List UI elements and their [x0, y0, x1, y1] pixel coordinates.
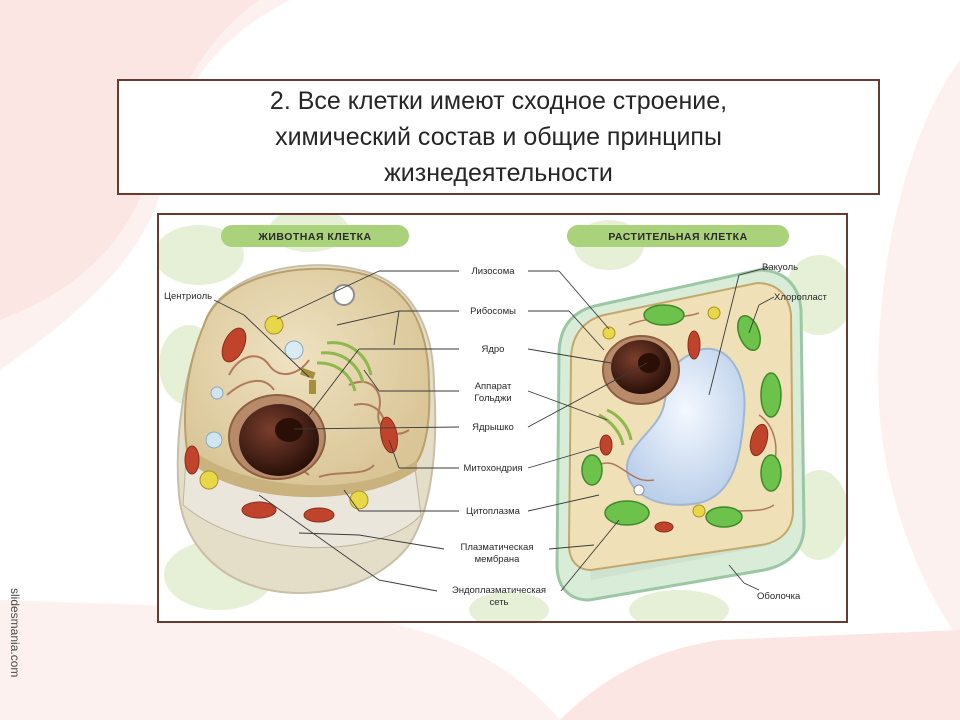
label-lysosome: Лизосома [471, 266, 515, 277]
label-er-line1: Эндоплазматическая [452, 585, 546, 596]
label-vacuole: Вакуоль [762, 262, 798, 273]
leader-lines [213, 266, 775, 592]
label-chloroplast: Хлоропласт [774, 292, 828, 303]
label-cell-wall: Оболочка [757, 591, 801, 602]
plant-nucleolus [638, 353, 660, 373]
title-box: 2. Все клетки имеют сходное строение, хи… [117, 79, 880, 195]
label-cytoplasm: Цитоплазма [466, 506, 521, 517]
animal-nucleus [239, 404, 319, 476]
animal-cell-header: ЖИВОТНАЯ КЛЕТКА [221, 225, 409, 247]
cell-diagram-svg: ЖИВОТНАЯ КЛЕТКА РАСТИТЕЛЬНАЯ КЛЕТКА [159, 215, 846, 621]
label-mitochondria: Митохондрия [463, 463, 522, 474]
plant-vacuole [625, 347, 746, 506]
animal-header-text: ЖИВОТНАЯ КЛЕТКА [257, 231, 371, 243]
animal-nucleolus [275, 418, 303, 442]
labels: Центриоль Лизосома Рибосомы Ядро Аппарат… [164, 262, 828, 608]
label-ribosomes: Рибосомы [470, 306, 516, 317]
vesicles-plant [602, 306, 721, 518]
mitochondria-animal [184, 327, 398, 523]
watermark: slidesmania.com [8, 588, 26, 708]
label-nucleus: Ядро [482, 344, 505, 355]
plant-cell [555, 268, 806, 602]
centrioles [300, 367, 316, 394]
cell-diagram: ЖИВОТНАЯ КЛЕТКА РАСТИТЕЛЬНАЯ КЛЕТКА [157, 213, 848, 623]
label-membrane-line1: Плазматическая [461, 542, 534, 553]
golgi-plant [598, 408, 633, 446]
slide-title: 2. Все клетки имеют сходное строение, хи… [269, 87, 728, 187]
plant-cell-header: РАСТИТЕЛЬНАЯ КЛЕТКА [567, 225, 789, 247]
label-nucleolus: Ядрышко [472, 422, 514, 433]
watermark-text: slidesmania.com [8, 588, 22, 678]
label-membrane-line2: мембрана [475, 554, 520, 565]
mitochondria-plant [599, 330, 769, 533]
label-golgi-line2: Гольджи [474, 393, 511, 404]
plant-header-text: РАСТИТЕЛЬНАЯ КЛЕТКА [608, 231, 747, 243]
label-centriole: Центриоль [164, 291, 212, 302]
label-golgi-line1: Аппарат [475, 381, 512, 392]
golgi-animal [316, 341, 373, 392]
label-er-line2: сеть [489, 597, 508, 608]
